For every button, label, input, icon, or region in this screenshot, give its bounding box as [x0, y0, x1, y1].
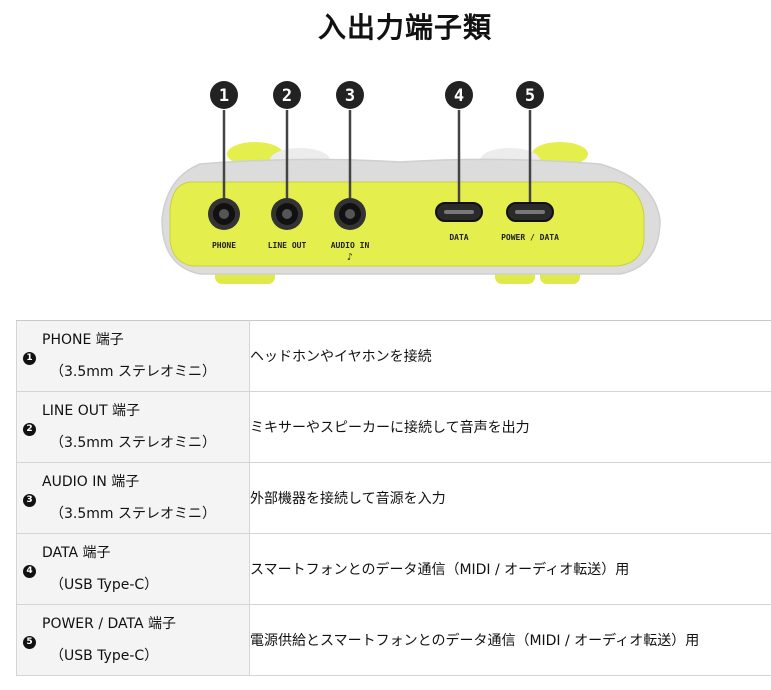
table-row: 3 AUDIO IN 端子 （3.5mm ステレオミニ） 外部機器を接続して音源…	[16, 462, 771, 534]
callout-badge-3: 3	[336, 81, 364, 109]
port-name: POWER / DATA 端子	[42, 616, 177, 632]
port-name: PHONE 端子	[42, 332, 124, 348]
phone-jack	[208, 198, 240, 230]
port-name: LINE OUT 端子	[42, 403, 140, 419]
callout-lines	[222, 110, 532, 210]
port-name: DATA 端子	[42, 545, 111, 561]
port-description: スマートフォンとのデータ通信（MIDI / オーディオ転送）用	[249, 533, 771, 605]
row-number-cell: 3	[16, 462, 42, 534]
callout-badge-4: 4	[445, 81, 473, 109]
power-data-usb-c-port	[506, 202, 554, 222]
row-number-cell: 4	[16, 533, 42, 605]
callout-badge-2: 2	[273, 81, 301, 109]
number-badge: 4	[23, 564, 36, 578]
jack-label-data: DATA	[449, 233, 468, 242]
jack-label-line-out: LINE OUT	[268, 241, 307, 250]
table-row: 5 POWER / DATA 端子 （USB Type-C） 電源供給とスマート…	[16, 604, 771, 676]
device-illustration: 1 2 3 4 5 PHONE LIN	[161, 81, 661, 284]
svg-text:3: 3	[345, 86, 355, 106]
device-front-panel	[169, 181, 645, 267]
port-name: AUDIO IN 端子	[42, 474, 140, 490]
port-description: ミキサーやスピーカーに接続して音声を出力	[249, 391, 771, 463]
row-number-cell: 1	[16, 320, 42, 392]
jack-label-power-data: POWER / DATA	[501, 233, 559, 242]
port-name-cell: LINE OUT 端子 （3.5mm ステレオミニ）	[42, 391, 250, 463]
callout-badge-1: 1	[210, 81, 238, 109]
svg-text:5: 5	[525, 86, 535, 106]
port-name-cell: AUDIO IN 端子 （3.5mm ステレオミニ）	[42, 462, 250, 534]
number-badge: 3	[23, 493, 36, 507]
audio-in-note-icon: ♪	[347, 252, 353, 263]
svg-text:1: 1	[219, 86, 229, 106]
svg-text:4: 4	[454, 86, 464, 106]
port-description: 外部機器を接続して音源を入力	[249, 462, 771, 534]
jack-label-audio-in: AUDIO IN	[331, 241, 370, 250]
port-spec: （3.5mm ステレオミニ）	[50, 506, 216, 522]
table-row: 4 DATA 端子 （USB Type-C） スマートフォンとのデータ通信（MI…	[16, 533, 771, 605]
port-name-cell: PHONE 端子 （3.5mm ステレオミニ）	[42, 320, 250, 392]
ports-table: 1 PHONE 端子 （3.5mm ステレオミニ） ヘッドホンやイヤホンを接続 …	[16, 320, 771, 676]
jack-label-phone: PHONE	[212, 241, 236, 250]
port-description: 電源供給とスマートフォンとのデータ通信（MIDI / オーディオ転送）用	[249, 604, 771, 676]
row-number-cell: 5	[16, 604, 42, 676]
table-row: 1 PHONE 端子 （3.5mm ステレオミニ） ヘッドホンやイヤホンを接続	[16, 320, 771, 392]
port-spec: （USB Type-C）	[50, 648, 159, 664]
number-badge: 5	[23, 635, 36, 649]
svg-text:2: 2	[282, 86, 292, 106]
port-name-cell: DATA 端子 （USB Type-C）	[42, 533, 250, 605]
number-badge: 2	[23, 422, 36, 436]
row-number-cell: 2	[16, 391, 42, 463]
data-usb-c-port	[435, 202, 483, 222]
line-out-jack	[271, 198, 303, 230]
callout-badge-5: 5	[516, 81, 544, 109]
port-name-cell: POWER / DATA 端子 （USB Type-C）	[42, 604, 250, 676]
page-title: 入出力端子類	[317, 11, 492, 44]
port-spec: （3.5mm ステレオミニ）	[50, 435, 216, 451]
table-row: 2 LINE OUT 端子 （3.5mm ステレオミニ） ミキサーやスピーカーに…	[16, 391, 771, 463]
audio-in-jack	[334, 198, 366, 230]
port-description: ヘッドホンやイヤホンを接続	[249, 320, 771, 392]
number-badge: 1	[23, 351, 36, 365]
port-spec: （3.5mm ステレオミニ）	[50, 364, 216, 380]
port-spec: （USB Type-C）	[50, 577, 159, 593]
